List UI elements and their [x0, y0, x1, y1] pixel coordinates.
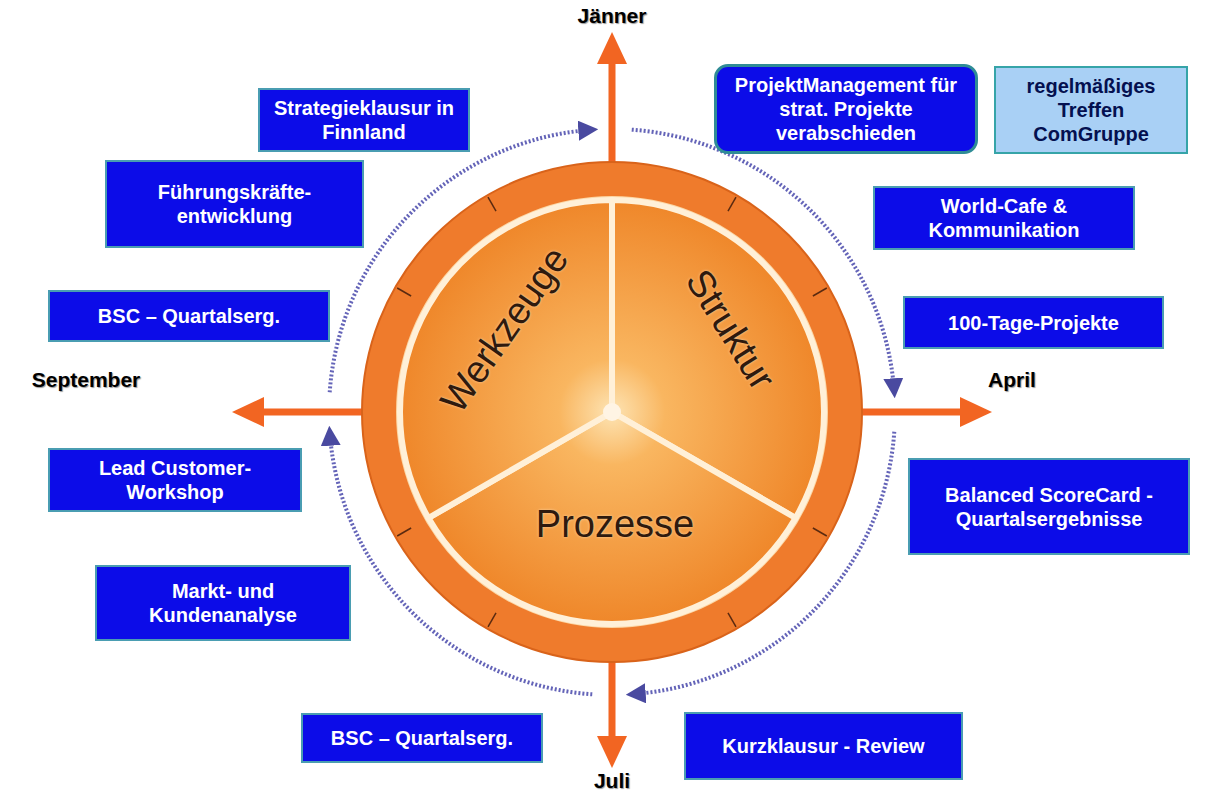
box-label: BSC – Quartalserg.: [331, 726, 513, 750]
activity-box: 100-Tage-Projekte: [903, 296, 1164, 349]
orange-slices: [400, 200, 824, 624]
box-label: regelmäßiges Treffen ComGruppe: [1008, 74, 1174, 146]
tick: [397, 288, 411, 296]
box-label: World-Cafe & Kommunikation: [887, 194, 1121, 242]
tick: [728, 613, 736, 627]
box-label: Markt- und Kundenanalyse: [109, 579, 337, 627]
month-label: September: [32, 368, 141, 392]
box-label: Kurzklausur - Review: [722, 734, 924, 758]
orange-segment: Struktur: [677, 263, 783, 398]
activity-box: BSC – Quartalserg.: [48, 290, 330, 342]
activity-box: Führungskräfte- entwicklung: [105, 160, 364, 248]
axis-arrows: [232, 32, 992, 768]
tick: [813, 528, 827, 536]
box-label: ProjektManagement für strat. Projekte ve…: [729, 73, 963, 145]
orange-segment: Werkzeuge: [433, 240, 577, 421]
tick: [488, 613, 496, 627]
box-label: Führungskräfte- entwicklung: [119, 180, 350, 228]
tick: [728, 197, 736, 211]
orange-segment: Prozesse: [536, 504, 694, 546]
orange-slice: [400, 200, 612, 518]
activity-box: World-Cafe & Kommunikation: [873, 186, 1135, 250]
tick: [397, 528, 411, 536]
box-label: 100-Tage-Projekte: [948, 311, 1119, 335]
segment-label: Prozesse: [536, 504, 694, 546]
cycle-ring: [330, 130, 895, 695]
month-label: Juli: [594, 769, 630, 793]
arrow-head: [597, 32, 627, 64]
segment-label: Werkzeuge: [433, 240, 577, 421]
activity-box: Kurzklausur - Review: [684, 712, 963, 780]
activity-box: Balanced ScoreCard - Quartalsergebnisse: [908, 458, 1190, 555]
activity-box: BSC – Quartalserg.: [301, 713, 543, 763]
orange-core: [603, 403, 621, 421]
month-label: April: [988, 368, 1036, 392]
arrow-head: [960, 397, 992, 427]
activity-box: Markt- und Kundenanalyse: [95, 565, 351, 641]
tick: [813, 288, 827, 296]
month-label: Jänner: [578, 4, 647, 28]
arrow-head: [232, 397, 264, 427]
segment-label: Struktur: [677, 263, 783, 398]
activity-box: regelmäßiges Treffen ComGruppe: [994, 66, 1188, 154]
activity-box: Lead Customer- Workshop: [48, 448, 302, 512]
activity-box: Strategieklausur in Finnland: [258, 88, 470, 152]
orange-rind: [362, 162, 862, 662]
orange-inner: [397, 197, 827, 627]
arrow-head: [597, 736, 627, 768]
tick: [488, 197, 496, 211]
activity-box: ProjektManagement für strat. Projekte ve…: [714, 64, 978, 154]
box-label: Balanced ScoreCard - Quartalsergebnisse: [922, 483, 1176, 531]
month-ticks: [397, 197, 827, 627]
box-label: Strategieklausur in Finnland: [272, 96, 456, 144]
box-label: Lead Customer- Workshop: [62, 456, 288, 504]
box-label: BSC – Quartalserg.: [98, 304, 280, 328]
